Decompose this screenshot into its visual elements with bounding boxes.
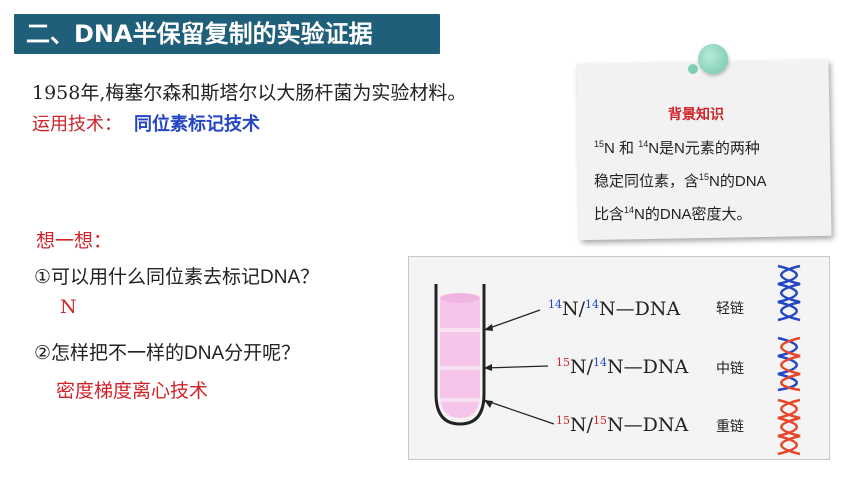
question-2: ②怎样把不一样的DNA分开呢？ (34, 343, 301, 364)
label-part: N/ (562, 298, 586, 320)
band-label-heavy: 重链 (716, 418, 744, 434)
note-text: N的DNA (709, 173, 767, 190)
label-heavy-dna: 15N/15N—DNA (556, 414, 688, 436)
answer-2: 密度梯度离心技术 (56, 381, 209, 402)
label-light-dna: 14N/14N—DNA (548, 298, 680, 320)
note-sup: 15 (594, 139, 605, 149)
label-hybrid-dna: 15N/14N—DNA (556, 356, 688, 378)
tube-outline (434, 284, 486, 426)
tube-liquid-top (440, 293, 480, 303)
label-part: N—DNA (607, 356, 689, 378)
note-text: 稳定同位素，含 (594, 173, 700, 190)
technique-label: 运用技术： (32, 114, 122, 134)
band-label-light: 轻链 (716, 300, 744, 316)
page-title: 二、DNA半保留复制的实验证据 (14, 14, 440, 54)
arrow-light (483, 309, 541, 331)
arrow-hybrid (483, 365, 549, 369)
intro-text: 1958年,梅塞尔森和斯塔尔以大肠杆菌为实验材料。 (32, 82, 467, 104)
note-text: N的DNA密度大。 (634, 206, 752, 223)
sup-15: 15 (556, 414, 570, 427)
note-body: 15N 和 14N是N元素的两种 稳定同位素，含15N的DNA 比含14N的DN… (594, 130, 824, 229)
think-heading: 想一想： (36, 231, 113, 252)
technique-value: 同位素标记技术 (134, 114, 260, 134)
sup-14: 14 (548, 298, 562, 311)
label-part: N—DNA (599, 298, 681, 320)
helix-heavy-icon (777, 398, 801, 456)
tube-band-light (440, 328, 480, 332)
arrow-heavy (483, 399, 555, 425)
note-text: N 和 (604, 140, 639, 157)
centrifuge-tube-illustration (434, 264, 801, 456)
answer-1: N (60, 296, 77, 318)
sup-14: 14 (593, 356, 608, 369)
technique-line: 运用技术： 同位素标记技术 (32, 110, 260, 136)
pushpin-icon (698, 44, 728, 74)
note-text: N是N元素的两种 (648, 140, 760, 157)
note-text: 比含 (594, 206, 625, 223)
label-part: N—DNA (607, 414, 689, 436)
band-label-hybrid: 中链 (716, 360, 744, 376)
note-title: 背景知识 (668, 106, 724, 122)
note-sup: 14 (638, 139, 649, 149)
tube-band-hybrid (440, 366, 480, 370)
note-sup: 14 (624, 205, 635, 215)
label-part: N/ (570, 356, 594, 378)
note-sup: 15 (699, 172, 710, 182)
sup-15: 15 (593, 414, 608, 427)
arrowhead-heavy (484, 400, 493, 408)
tube-band-heavy (440, 398, 480, 402)
sup-15: 15 (556, 356, 570, 369)
question-1: ①可以用什么同位素去标记DNA？ (34, 267, 320, 288)
label-part: N/ (570, 414, 594, 436)
arrowhead-hybrid (484, 364, 492, 371)
arrowhead-light (484, 324, 493, 331)
helix-light-icon (777, 264, 801, 322)
helix-hybrid-icon (777, 336, 801, 392)
pushpin-shadow-icon (688, 64, 698, 74)
sup-14: 14 (585, 298, 600, 311)
